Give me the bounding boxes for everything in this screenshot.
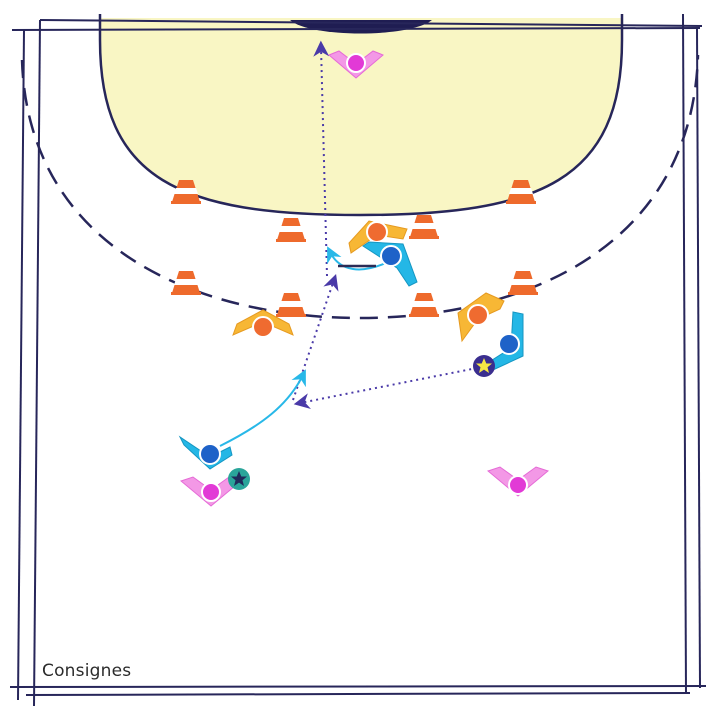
instructions-label: Consignes (42, 661, 132, 681)
cone (171, 271, 201, 295)
partner-top (328, 50, 384, 79)
run-arrows (219, 246, 389, 447)
partner-right (486, 466, 550, 497)
cone (506, 180, 536, 204)
pass-arrow-pivot-to-goal (313, 40, 330, 277)
ball-star-right (473, 355, 495, 377)
court-boundary (9, 13, 707, 707)
defender-right (457, 292, 505, 343)
cone (508, 271, 538, 295)
defender-left (232, 309, 294, 338)
ball-star-left (228, 468, 250, 490)
attacker-pivot (362, 241, 418, 287)
cone (171, 180, 201, 204)
run-arrow-back-player (219, 369, 306, 447)
goal-area-line (98, 14, 624, 217)
pass-arrows (292, 40, 478, 409)
run-arrow-pivot (327, 246, 389, 271)
attacker-right-wing (488, 311, 524, 371)
attacker-back (178, 435, 233, 470)
cone (409, 215, 439, 239)
partner-left (179, 476, 243, 507)
free-throw-line (20, 54, 700, 320)
defender-center (348, 220, 408, 254)
goal-area-fill (100, 18, 622, 215)
cone (409, 293, 439, 317)
cones (171, 180, 538, 317)
cone (276, 293, 306, 317)
pass-arrow-wing-to-back (293, 367, 478, 409)
cone (276, 218, 306, 242)
